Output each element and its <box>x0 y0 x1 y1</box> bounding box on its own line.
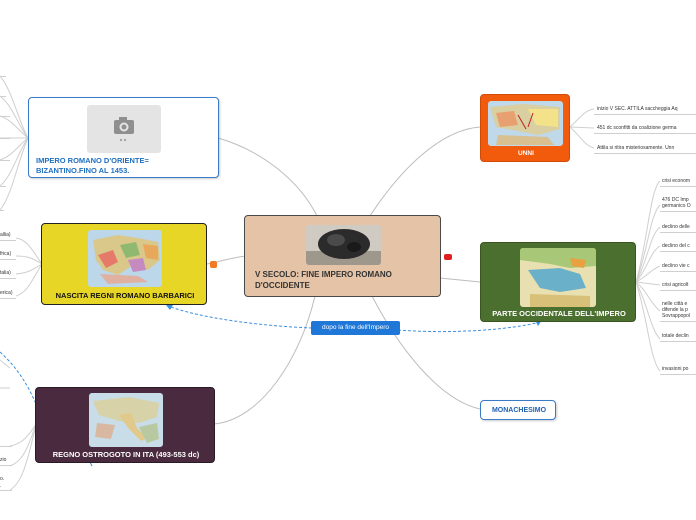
node-title: UNNI <box>481 149 571 159</box>
camera-icon <box>87 105 161 153</box>
relationship-path-right <box>398 322 540 332</box>
blogger-icon[interactable] <box>210 261 217 268</box>
barbarici-leaf[interactable]: allia) <box>0 232 11 238</box>
leaf-line <box>0 116 10 117</box>
unni-leaf[interactable]: 451 dc sconfitti da coalizione germa <box>597 125 677 131</box>
leaf-line <box>0 186 6 187</box>
leaf-line <box>660 186 696 187</box>
map-occidente-image <box>520 248 596 307</box>
leaf-line <box>0 96 6 97</box>
relationship-path-left <box>168 306 312 328</box>
node-title: NASCITA REGNI ROMANO BARBARICI <box>42 291 208 301</box>
occidentale-leaf[interactable]: declino vie c <box>662 263 690 269</box>
ostrogoto-leaf[interactable]: . <box>0 483 1 489</box>
occidentale-leaf[interactable]: crisi agricolt <box>662 282 688 288</box>
occidentale-leaf[interactable]: invasioni po <box>662 366 688 372</box>
leaf-line <box>594 114 696 115</box>
map-icon <box>88 230 162 287</box>
leaf-line <box>660 341 696 342</box>
occidentale-leaf[interactable]: Sovrappopol <box>662 313 690 319</box>
node-title: PARTE OCCIDENTALE DELL'IMPERO <box>481 309 637 319</box>
leaf-line <box>0 298 16 299</box>
leaf-line <box>0 490 12 491</box>
central-topic[interactable]: V SECOLO: FINE IMPERO ROMANO D'OCCIDENTE <box>244 215 441 297</box>
leaf-line <box>660 232 696 233</box>
leaf-line <box>660 321 696 322</box>
node-title: IMPERO ROMANO D'ORIENTE= BIZANTINO.FINO … <box>36 156 176 176</box>
barbarici-leaf[interactable]: talia) <box>0 270 11 276</box>
leaf-line <box>594 153 696 154</box>
node-impero-oriente[interactable]: IMPERO ROMANO D'ORIENTE= BIZANTINO.FINO … <box>28 97 219 178</box>
occidentale-leaf[interactable]: declino del c <box>662 243 690 249</box>
map-icon <box>488 101 563 146</box>
connector-occidentale <box>440 278 480 282</box>
leaf-line <box>0 465 12 466</box>
node-regno-ostrogoto[interactable]: REGNO OSTROGOTO IN ITA (493-553 dc) <box>35 387 215 463</box>
leaf-line <box>0 259 16 260</box>
node-title: MONACHESIMO <box>481 406 557 416</box>
leaf-line <box>660 271 696 272</box>
barbarici-leaf[interactable]: erica) <box>0 290 13 296</box>
leaf-line <box>0 138 10 139</box>
barbarici-leaf[interactable]: frica) <box>0 251 11 257</box>
node-regni-romano-barbarici[interactable]: NASCITA REGNI ROMANO BARBARICI <box>41 223 207 305</box>
occidentale-leaf[interactable]: crisi econom <box>662 178 690 184</box>
connector-oriente <box>218 138 318 218</box>
unni-leaf[interactable]: Attila si ritira misteriosamente. Unn <box>597 145 674 151</box>
leaf-line <box>660 211 696 212</box>
leaf-line <box>660 374 696 375</box>
connector-monachesimo <box>372 296 480 409</box>
central-title: V SECOLO: FINE IMPERO ROMANO D'OCCIDENTE <box>255 269 435 291</box>
node-monachesimo[interactable]: MONACHESIMO <box>480 400 556 420</box>
map-icon <box>520 248 596 307</box>
relationship-path-ostrogoto <box>0 352 36 404</box>
occidentale-leaf[interactable]: declino delle <box>662 224 690 230</box>
map-unni-image <box>488 101 563 146</box>
image-placeholder <box>87 105 161 153</box>
leaf-line <box>660 251 696 252</box>
leaf-line <box>0 76 6 77</box>
map-icon <box>89 393 163 447</box>
central-image <box>306 225 381 265</box>
node-unni[interactable]: UNNI <box>480 94 570 162</box>
leaf-line <box>0 278 16 279</box>
node-title: REGNO OSTROGOTO IN ITA (493-553 dc) <box>36 450 216 460</box>
map-italy-image <box>89 393 163 447</box>
leaf-line <box>594 133 696 134</box>
relationship-label[interactable]: dopo la fine dell'Impero <box>311 321 400 335</box>
ostrogoto-leaf[interactable]: zio <box>0 457 6 463</box>
ostrogoto-leaf[interactable]: o. <box>0 476 4 482</box>
leaf-line <box>660 290 696 291</box>
node-parte-occidentale[interactable]: PARTE OCCIDENTALE DELL'IMPERO <box>480 242 636 322</box>
connector-ostrogoto <box>214 296 315 424</box>
leaf-line <box>0 240 16 241</box>
occidentale-leaf[interactable]: totale declin <box>662 333 689 339</box>
leaf-line <box>0 160 10 161</box>
unni-leaf[interactable]: inizio V SEC. ATTILA saccheggia Aq <box>597 106 678 112</box>
map-europe-image <box>88 230 162 287</box>
connector-unni <box>370 127 480 216</box>
leaf-line <box>0 446 12 447</box>
sculpture-icon <box>306 225 381 265</box>
occidentale-leaf[interactable]: germanico O <box>662 203 691 209</box>
leaf-line <box>0 210 4 211</box>
youtube-icon[interactable] <box>444 254 452 260</box>
